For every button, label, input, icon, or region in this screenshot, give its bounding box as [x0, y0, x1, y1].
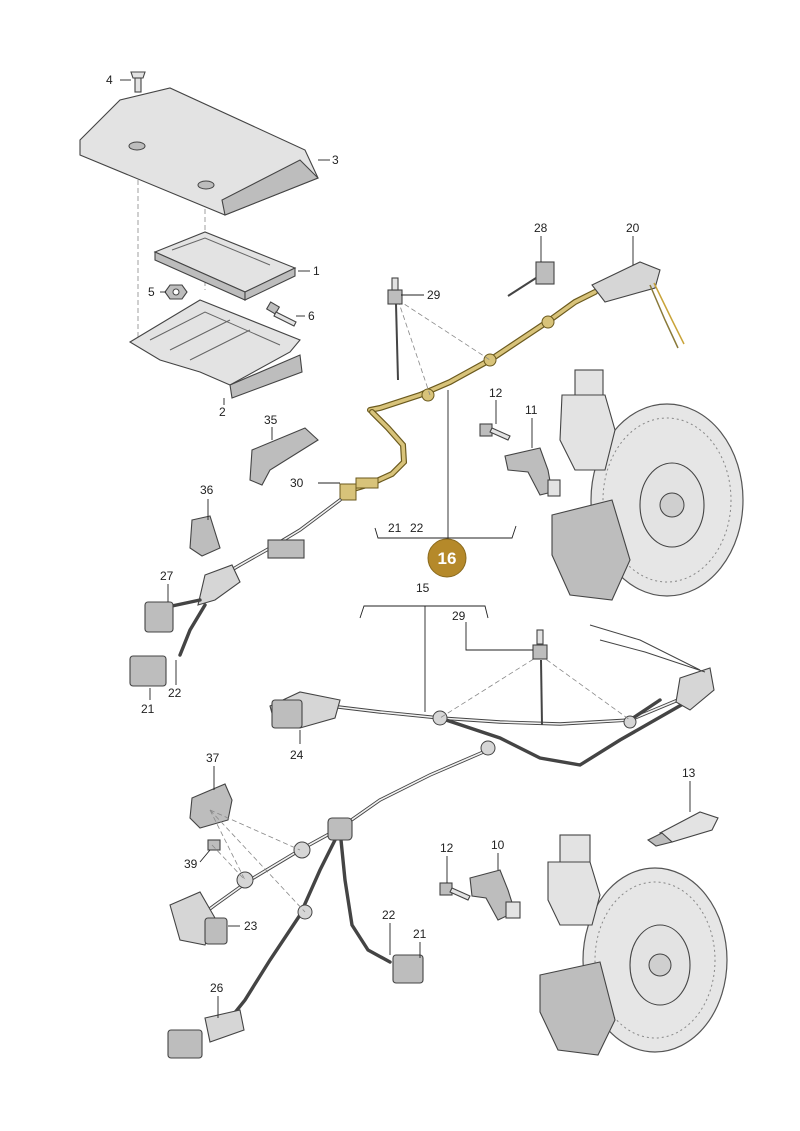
- label-30: 30: [290, 476, 304, 490]
- control-unit: [153, 231, 297, 301]
- grommet: [421, 388, 435, 402]
- nut: [164, 284, 188, 300]
- connector-27: [144, 601, 174, 633]
- brake-assembly-upper: [551, 369, 744, 601]
- ecu-assembly: [79, 71, 319, 399]
- label-callout-22: 22: [410, 521, 424, 535]
- label-15: 15: [416, 581, 430, 595]
- assembly-line: [209, 809, 306, 913]
- label-22-upper: 22: [168, 686, 182, 700]
- label-12-upper: 12: [489, 386, 503, 400]
- label-12-lower: 12: [440, 841, 454, 855]
- label-5: 5: [148, 285, 155, 299]
- cable-tie-lower: [532, 629, 548, 726]
- label-36: 36: [200, 483, 214, 497]
- callout-badge-16[interactable]: 16: [427, 538, 467, 578]
- speed-sensor-upper: [479, 423, 561, 497]
- front-harness-highlighted: [339, 261, 685, 501]
- assembly-line: [397, 299, 431, 396]
- bolt: [265, 301, 297, 327]
- assembly-line: [439, 654, 541, 719]
- part-labels: 4 3 1 5 6 2 35 29 28 20 12 11 30 36 21 2…: [106, 73, 696, 995]
- connector-21-lower: [392, 954, 424, 984]
- bolt-39: [207, 839, 221, 851]
- label-4: 4: [106, 73, 113, 87]
- label-24: 24: [290, 748, 304, 762]
- label-39: 39: [184, 857, 198, 871]
- label-26: 26: [210, 981, 224, 995]
- label-callout-21: 21: [388, 521, 402, 535]
- bracket-35: [249, 427, 319, 486]
- harness-clip: [267, 539, 305, 559]
- label-3: 3: [332, 153, 339, 167]
- rear-harness: [167, 624, 715, 1059]
- label-13: 13: [682, 766, 696, 780]
- label-28: 28: [534, 221, 548, 235]
- label-29-lower: 29: [452, 609, 466, 623]
- assembly-line: [539, 654, 631, 721]
- label-2: 2: [219, 405, 226, 419]
- label-35: 35: [264, 413, 278, 427]
- label-27: 27: [160, 569, 174, 583]
- label-6: 6: [308, 309, 315, 323]
- leader-lines: [120, 79, 691, 1018]
- label-29-upper: 29: [427, 288, 441, 302]
- label-21-upper: 21: [141, 702, 155, 716]
- connector-21: [129, 655, 167, 687]
- front-harness-tail: [129, 427, 342, 687]
- connector-26: [167, 1029, 203, 1059]
- label-1: 1: [313, 264, 320, 278]
- label-37: 37: [206, 751, 220, 765]
- speed-sensor-lower: [439, 869, 521, 921]
- label-20: 20: [626, 221, 640, 235]
- assembly-line: [209, 809, 246, 881]
- mounting-bracket: [128, 299, 303, 399]
- clip-fastener: [130, 71, 146, 93]
- cable-tie: [387, 277, 403, 381]
- assembly-line: [211, 844, 246, 881]
- label-23: 23: [244, 919, 258, 933]
- assembly-line: [397, 299, 491, 361]
- holder-28: [507, 261, 555, 297]
- sealant-tube: [646, 811, 719, 847]
- cover-plate: [79, 87, 319, 216]
- label-11: 11: [525, 403, 538, 417]
- connector-23: [204, 917, 228, 945]
- gold-clip: [339, 477, 379, 501]
- harness-connector: [591, 261, 685, 349]
- grommet: [541, 315, 555, 329]
- label-22-lower: 22: [382, 908, 396, 922]
- bracket-36: [189, 515, 221, 557]
- label-21-lower: 21: [413, 927, 427, 941]
- grommet: [483, 353, 497, 367]
- brake-assembly-lower: [539, 834, 728, 1056]
- junction-block: [327, 817, 353, 841]
- connector-24: [271, 699, 303, 729]
- assembly-line: [209, 809, 301, 851]
- callout-number: 16: [438, 549, 457, 568]
- callout-bracket-15: [359, 605, 489, 712]
- bracket-37: [189, 783, 233, 829]
- label-10: 10: [491, 838, 505, 852]
